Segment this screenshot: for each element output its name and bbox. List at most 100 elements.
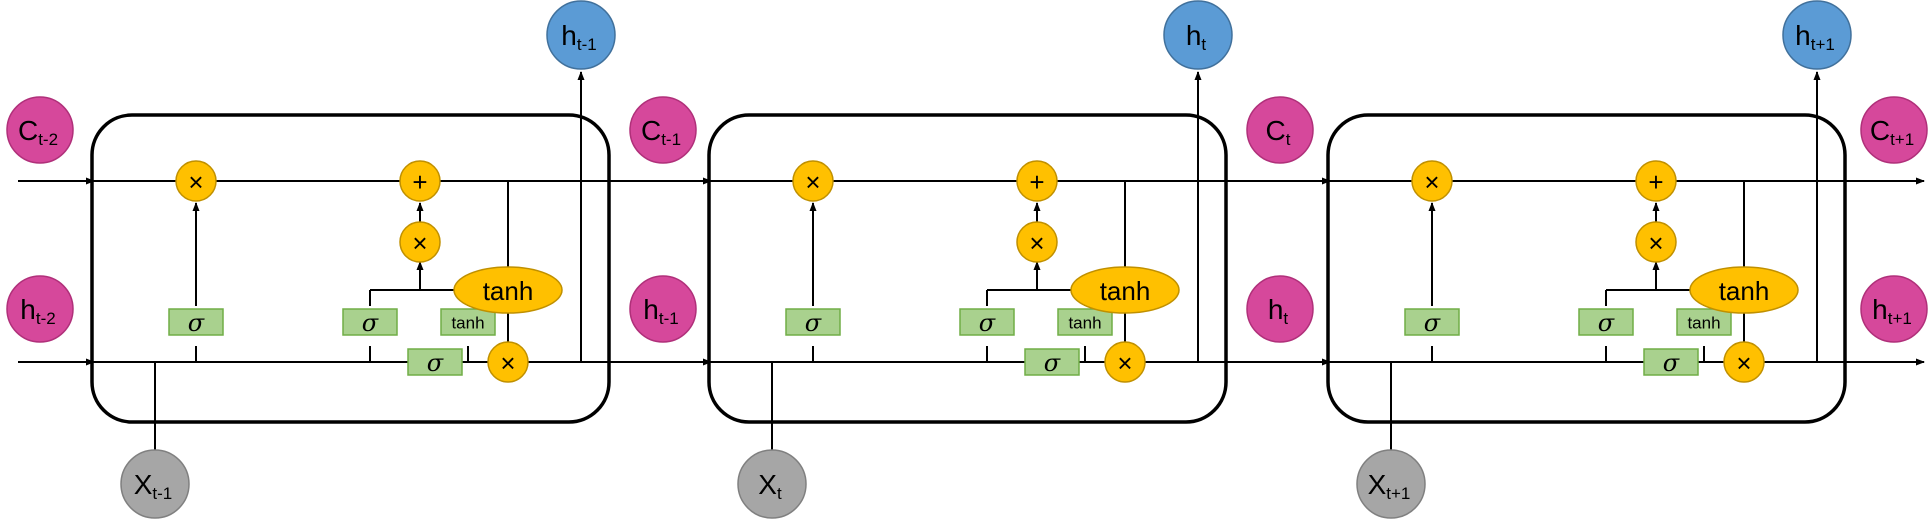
lstm-cell-2-add-circle	[1016, 160, 1058, 202]
cell-state-node-4-label-main: C	[1870, 115, 1890, 146]
hidden-state-node-2: ht-1	[629, 275, 697, 343]
lstm-cell-3-tanh-ellipse: tanh	[1689, 266, 1799, 314]
lstm-cell-3-input-gate-label: σ	[1598, 309, 1615, 337]
hidden-state-node-3-label-subscript: t	[1283, 309, 1288, 328]
cell-state-node-3: Ct	[1246, 96, 1314, 164]
hidden-state-node-3-label-main: h	[1268, 294, 1284, 325]
hidden-state-node-1-circle	[6, 275, 74, 343]
lstm-cell-2-forget-multiply: ×	[792, 160, 834, 202]
lstm-cell-1-input-gate-label: σ	[362, 309, 379, 337]
lstm-cell-3-forget-gate-box	[1404, 308, 1460, 336]
lstm-cell-1-forget-gate-box	[168, 308, 224, 336]
lstm-cell-1-input-multiply-circle	[399, 221, 441, 263]
lstm-cell-2-forget-gate-box	[785, 308, 841, 336]
lstm-cell-2-forget-gate: σ	[785, 308, 841, 337]
cell-state-node-4-label: Ct+1	[1870, 115, 1914, 150]
lstm-cell-1-forget-gate-label: σ	[188, 309, 205, 337]
cell-state-node-2-circle	[629, 96, 697, 164]
lstm-cell-2-container	[707, 113, 1228, 424]
lstm-cell-3-output-node-label-subscript: t+1	[1811, 35, 1835, 54]
lstm-cell-1-input-node-label: Xt-1	[134, 469, 173, 504]
lstm-cell-2-tanh-ellipse: tanh	[1070, 266, 1180, 314]
lstm-cell-1-input-multiply-symbol: ×	[412, 228, 427, 258]
lstm-cell-1-input-multiply: ×	[399, 221, 441, 263]
lstm-cell-1-candidate-tanh: tanh	[440, 308, 496, 336]
lstm-cell-3-output-node-circle	[1782, 0, 1852, 70]
lstm-cell-1-input-gate-box	[342, 308, 398, 336]
lstm-cell-2-candidate-tanh: tanh	[1057, 308, 1113, 336]
lstm-cell-3-output-multiply-circle	[1723, 341, 1765, 383]
lstm-cell-3-forget-multiply: ×	[1411, 160, 1453, 202]
lstm-cell-3-input-multiply: ×	[1635, 221, 1677, 263]
lstm-cell-3-input-node: Xt+1	[1356, 449, 1426, 519]
lstm-cell-3-input-node-label-main: X	[1368, 469, 1387, 500]
cell-state-node-4-label-subscript: t+1	[1890, 130, 1914, 149]
lstm-cell-2-input-node-label: Xt	[758, 469, 782, 504]
lstm-cell-2-output-gate-label: σ	[1044, 349, 1061, 377]
lstm-cell-3-add: +	[1635, 160, 1677, 202]
cell-state-node-4: Ct+1	[1860, 96, 1928, 164]
lstm-cell-1-tanh-ellipse-label: tanh	[483, 276, 534, 306]
lstm-cell-1-add-symbol: +	[412, 167, 427, 197]
lstm-cell-3-candidate-tanh-box	[1676, 308, 1732, 336]
lstm-cell-2-input-gate-label: σ	[979, 309, 996, 337]
lstm-cell-2-output-node-label-main: h	[1186, 20, 1202, 51]
lstm-cell-1-output-multiply-circle	[487, 341, 529, 383]
lstm-cell-1-candidate-tanh-label: tanh	[451, 314, 484, 333]
lstm-cell-3-output-gate-label: σ	[1663, 349, 1680, 377]
lstm-cell-2-input-multiply-circle	[1016, 221, 1058, 263]
lstm-cell-2-add: +	[1016, 160, 1058, 202]
lstm-cell-3-add-symbol: +	[1648, 167, 1663, 197]
lstm-cell-2-output-multiply-symbol: ×	[1117, 348, 1132, 378]
hidden-state-node-3-circle	[1246, 275, 1314, 343]
hidden-state-node-3-label: ht	[1268, 294, 1289, 329]
lstm-cell-2-output-node-label: ht	[1186, 20, 1207, 55]
cell-state-node-3-label-subscript: t	[1286, 130, 1291, 149]
lstm-cell-3-output-node-label: ht+1	[1795, 20, 1835, 55]
lstm-cell-1-input-node-label-subscript: t-1	[152, 484, 172, 503]
lstm-cell-3-forget-gate: σ	[1404, 308, 1460, 337]
hidden-state-node-1: ht-2	[6, 275, 74, 343]
lstm-cell-2-output-gate-box	[1024, 348, 1080, 376]
lstm-cell-1-output-node-label-main: h	[561, 20, 577, 51]
lstm-cell-2-input-node: Xt	[737, 449, 807, 519]
lstm-cell-2-input-gate: σ	[959, 308, 1015, 337]
lstm-cell-3-input-multiply-circle	[1635, 221, 1677, 263]
lstm-cell-2-add-symbol: +	[1029, 167, 1044, 197]
lstm-cell-1-input-node: Xt-1	[120, 449, 190, 519]
lstm-cell-1-forget-gate: σ	[168, 308, 224, 337]
hidden-state-node-4-label: ht+1	[1872, 294, 1912, 329]
lstm-cell-1-output-gate-label: σ	[427, 349, 444, 377]
hidden-state-node-1-label: ht-2	[20, 294, 55, 329]
hidden-state-node-3: ht	[1246, 275, 1314, 343]
lstm-cell-3-add-circle	[1635, 160, 1677, 202]
cell-state-node-1: Ct-2	[6, 96, 74, 164]
lstm-cell-2-output-node-circle	[1163, 0, 1233, 70]
connection-lines	[18, 71, 1925, 455]
lstm-cell-1-output-gate-box	[407, 348, 463, 376]
lstm-cell-2-input-multiply-symbol: ×	[1029, 228, 1044, 258]
lstm-cell-1-add-circle	[399, 160, 441, 202]
lstm-cell-1-tanh-ellipse: tanh	[453, 266, 563, 314]
lstm-cell-2-output-multiply: ×	[1104, 341, 1146, 383]
lstm-cell-2-candidate-tanh-box	[1057, 308, 1113, 336]
lstm-cell-2-input-gate-box	[959, 308, 1015, 336]
lstm-cell-2-tanh-ellipse-shape	[1070, 266, 1180, 314]
cell-state-node-2-label-main: C	[641, 115, 661, 146]
lstm-cell-3-input-multiply-symbol: ×	[1648, 228, 1663, 258]
hidden-state-node-4-label-main: h	[1872, 294, 1888, 325]
hidden-state-node-2-label-main: h	[643, 294, 659, 325]
lstm-cell-2-output-node: ht	[1163, 0, 1233, 70]
lstm-cell-2-input-multiply: ×	[1016, 221, 1058, 263]
cell-state-node-1-label: Ct-2	[18, 115, 58, 150]
lstm-cell-2-tanh-ellipse-label: tanh	[1100, 276, 1151, 306]
lstm-cell-3-input-node-label: Xt+1	[1368, 469, 1411, 504]
cell-state-node-1-label-subscript: t-2	[38, 130, 58, 149]
lstm-cell-1-add: +	[399, 160, 441, 202]
lstm-cell-2-forget-multiply-symbol: ×	[805, 167, 820, 197]
lstm-cell-3-output-gate-box	[1643, 348, 1699, 376]
lstm-cell-1-input-node-label-main: X	[134, 469, 153, 500]
hidden-state-node-4-label-subscript: t+1	[1888, 309, 1912, 328]
